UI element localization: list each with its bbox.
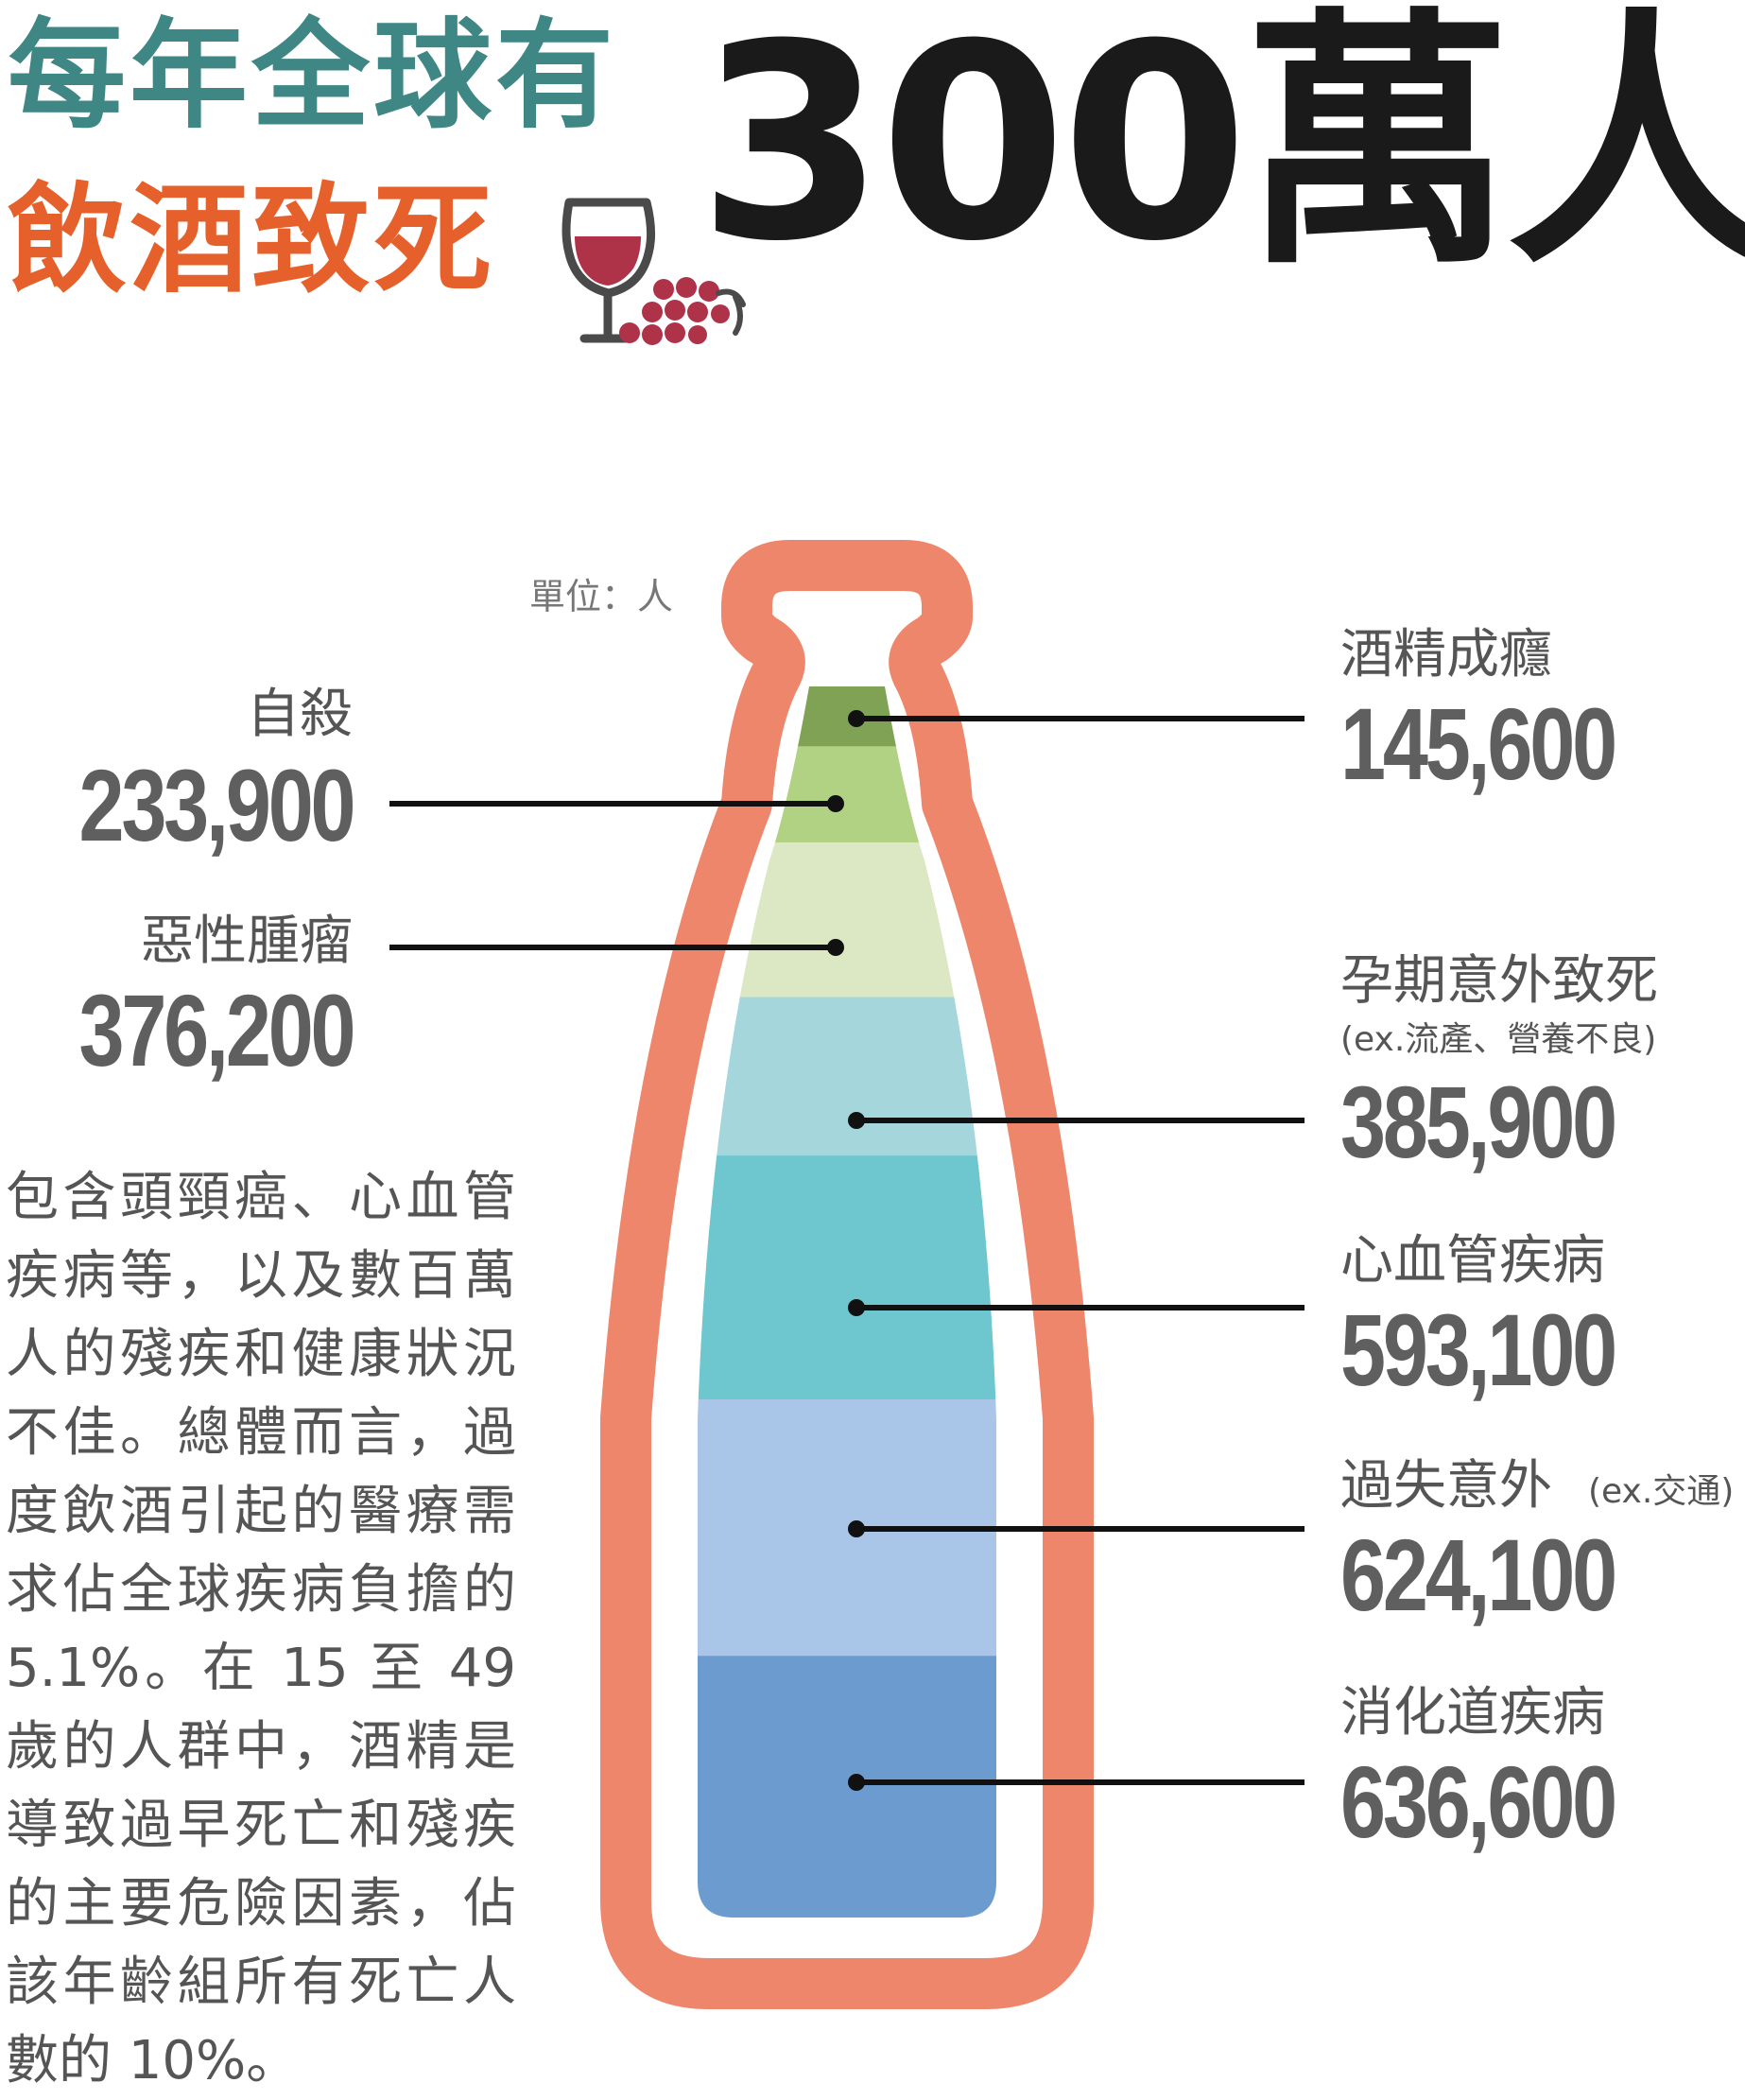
value-digestive-disease: 636,600 (1340, 1744, 1617, 1859)
segment-digestive-disease (698, 1656, 996, 1918)
value-alcohol-addiction: 145,600 (1340, 686, 1617, 801)
bottle-outline (600, 540, 1094, 2009)
connector-dot-malignant-tumor (827, 939, 844, 956)
connector-dot-suicide (827, 795, 844, 812)
label-accident: 過失意外 (1340, 1455, 1552, 1517)
connector-dot-accident (848, 1520, 865, 1537)
sublabel-pregnancy-accident: (ex.流產、營養不良) (1340, 1020, 1657, 1059)
value-pregnancy-accident: 385,900 (1340, 1065, 1617, 1179)
segment-cardiovascular (698, 1155, 996, 1400)
connector-dot-cardiovascular (848, 1299, 865, 1316)
label-digestive-disease: 消化道疾病 (1340, 1682, 1605, 1744)
sublabel-accident: (ex.交通) (1588, 1472, 1735, 1511)
value-cardiovascular: 593,100 (1340, 1293, 1617, 1407)
unit-label: 單位：人 (529, 576, 674, 617)
wine-glass-icon (562, 198, 746, 345)
label-suicide: 自殺 (247, 684, 353, 745)
label-malignant-tumor: 惡性腫瘤 (141, 911, 353, 972)
title-big-number: 300萬人 (698, 0, 1745, 301)
connector-dot-digestive-disease (848, 1774, 865, 1791)
description-text: 包含頭頸癌、心血管疾病等，以及數百萬人的殘疾和健康狀況不佳。總體而言，過度飲酒引… (6, 1167, 516, 2091)
title-line2: 飲酒致死 (8, 172, 495, 309)
label-pregnancy-accident: 孕期意外致死 (1340, 950, 1658, 1012)
connector-dot-pregnancy-accident (848, 1112, 865, 1129)
value-accident: 624,100 (1340, 1518, 1617, 1632)
connector-dot-alcohol-addiction (848, 710, 865, 727)
label-cardiovascular: 心血管疾病 (1340, 1230, 1605, 1292)
title-line1: 每年全球有 (8, 8, 617, 145)
value-suicide: 233,900 (78, 748, 355, 862)
value-malignant-tumor: 376,200 (78, 973, 355, 1087)
segment-pregnancy-accident (698, 997, 996, 1156)
label-alcohol-addiction: 酒精成癮 (1340, 624, 1552, 686)
